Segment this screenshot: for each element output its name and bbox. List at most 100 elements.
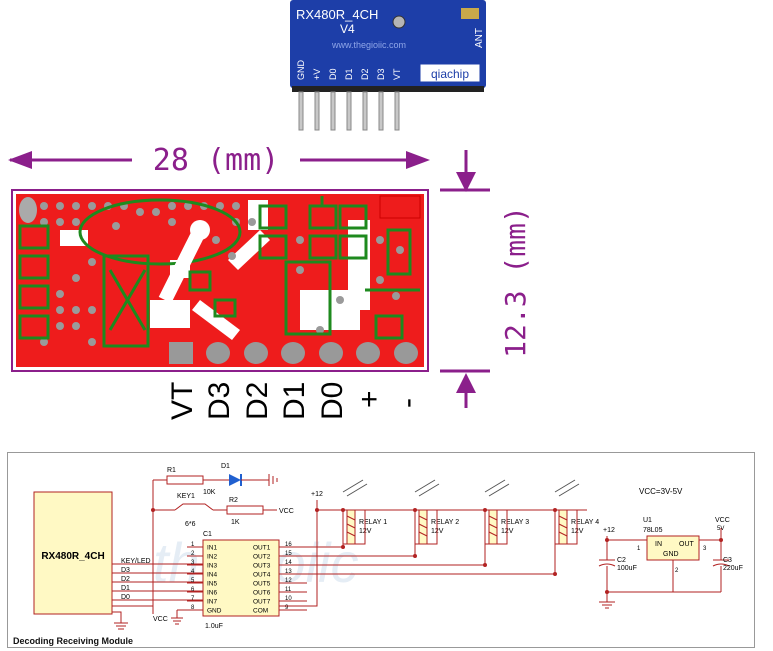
u1-part: 78L05 <box>643 527 663 534</box>
via <box>88 338 96 346</box>
module-pin-label: D2 <box>121 576 130 583</box>
pad-round <box>244 342 268 364</box>
vcc-range: VCC=3V-5V <box>639 487 683 496</box>
c1-label: C1 <box>203 531 212 538</box>
ground-icon <box>599 601 615 609</box>
reg-pin2: 2 <box>675 568 679 574</box>
photo-pin-label: GND <box>296 60 306 81</box>
relay-label: RELAY 2 <box>431 519 459 526</box>
pad-round <box>281 342 305 364</box>
pad-round <box>356 342 380 364</box>
brand-label: qiachip <box>431 67 469 81</box>
via <box>216 202 224 210</box>
module-pin-label: D3 <box>121 567 130 574</box>
ic-out-label: COM <box>253 608 268 615</box>
brand-box <box>419 63 481 83</box>
module-pin-label: D0 <box>121 594 130 601</box>
via <box>56 306 64 314</box>
via <box>296 266 304 274</box>
c2-value: 100uF <box>617 565 637 572</box>
ic-pin-num: 5 <box>191 578 195 584</box>
via <box>88 306 96 314</box>
module-pin-label: KEY/LED <box>121 558 151 565</box>
photo-pin-label: VT <box>392 68 402 80</box>
via <box>40 202 48 210</box>
c3-value: 220uF <box>723 565 743 572</box>
schematic-caption: Decoding Receiving Module <box>13 636 133 646</box>
ic-pin-num: 1 <box>191 542 195 548</box>
via <box>152 208 160 216</box>
via <box>376 236 384 244</box>
via <box>72 322 80 330</box>
ic-in-label: IN7 <box>207 599 218 606</box>
pin-leg <box>314 91 320 131</box>
reg-out: OUT <box>679 541 695 548</box>
pad-round <box>394 342 418 364</box>
via <box>232 202 240 210</box>
ground-icon <box>171 610 183 625</box>
via <box>112 222 120 230</box>
reg-vcc: VCC <box>715 517 730 524</box>
ic-pin-num: 10 <box>285 596 292 602</box>
c3-label: C3 <box>723 557 732 564</box>
reg-pin1: 1 <box>637 546 641 552</box>
ic-out-label: OUT4 <box>253 572 271 579</box>
pad-round <box>319 342 343 364</box>
ic-pin-num: 7 <box>191 596 195 602</box>
ic-pin-num: 13 <box>285 569 292 575</box>
via <box>396 246 404 254</box>
u1-label: U1 <box>643 517 652 524</box>
pad-square <box>169 342 193 364</box>
vcc-label-r2: VCC <box>279 508 294 515</box>
module-website: www.thegioiic.com <box>331 40 406 50</box>
via <box>136 208 144 216</box>
pin-leg <box>346 91 352 131</box>
module-model: RX480R_4CH <box>296 7 378 22</box>
d1-led-icon <box>229 474 241 486</box>
ic-out-label: OUT6 <box>253 590 271 597</box>
ant-pad <box>19 197 37 223</box>
silk-outlines <box>18 196 420 348</box>
pcb-pin-label: D2 <box>241 382 274 420</box>
via <box>336 296 344 304</box>
module-block-label: RX480R_4CH <box>41 551 104 562</box>
ic-pin-num: 11 <box>285 587 292 593</box>
ic-out-label: OUT2 <box>253 554 271 561</box>
ic-pin-num: 9 <box>285 605 289 611</box>
height-label: 12.3 (mm) <box>499 206 532 358</box>
ic-out-label: OUT1 <box>253 545 271 552</box>
pcb-pin-label: D1 <box>278 382 311 420</box>
via <box>72 274 80 282</box>
ic-pin-num: 2 <box>191 551 195 557</box>
d1-label: D1 <box>221 463 230 470</box>
ant-label: ANT <box>474 28 485 48</box>
pcb-layout: 28 (mm) 12.3 (mm) <box>8 143 532 420</box>
c2-capacitor <box>598 559 616 567</box>
ic-pin-num: 8 <box>191 605 195 611</box>
via <box>168 218 176 226</box>
via <box>168 202 176 210</box>
pcb-pin-label: D0 <box>316 382 349 420</box>
r1-value: 10K <box>203 489 216 496</box>
ground-icon <box>112 611 128 630</box>
via <box>296 236 304 244</box>
r2-value: 1K <box>231 519 240 526</box>
pin-leg <box>394 91 400 131</box>
pin-leg <box>362 91 368 131</box>
ic-out-label: OUT7 <box>253 599 271 606</box>
module-version: V4 <box>340 22 355 36</box>
ic-pin-num: 6 <box>191 587 195 593</box>
relay-label: RELAY 4 <box>571 519 599 526</box>
ic-pin-num: 3 <box>191 560 195 566</box>
key1-switch-icon <box>174 503 214 511</box>
ic-in-label: IN1 <box>207 545 218 552</box>
via <box>376 276 384 284</box>
via <box>40 218 48 226</box>
ground-icon <box>268 474 278 486</box>
silk-diag <box>108 269 147 331</box>
pcb-pin-label: + <box>353 390 386 408</box>
plus12-label: +12 <box>311 491 323 498</box>
via <box>56 218 64 226</box>
